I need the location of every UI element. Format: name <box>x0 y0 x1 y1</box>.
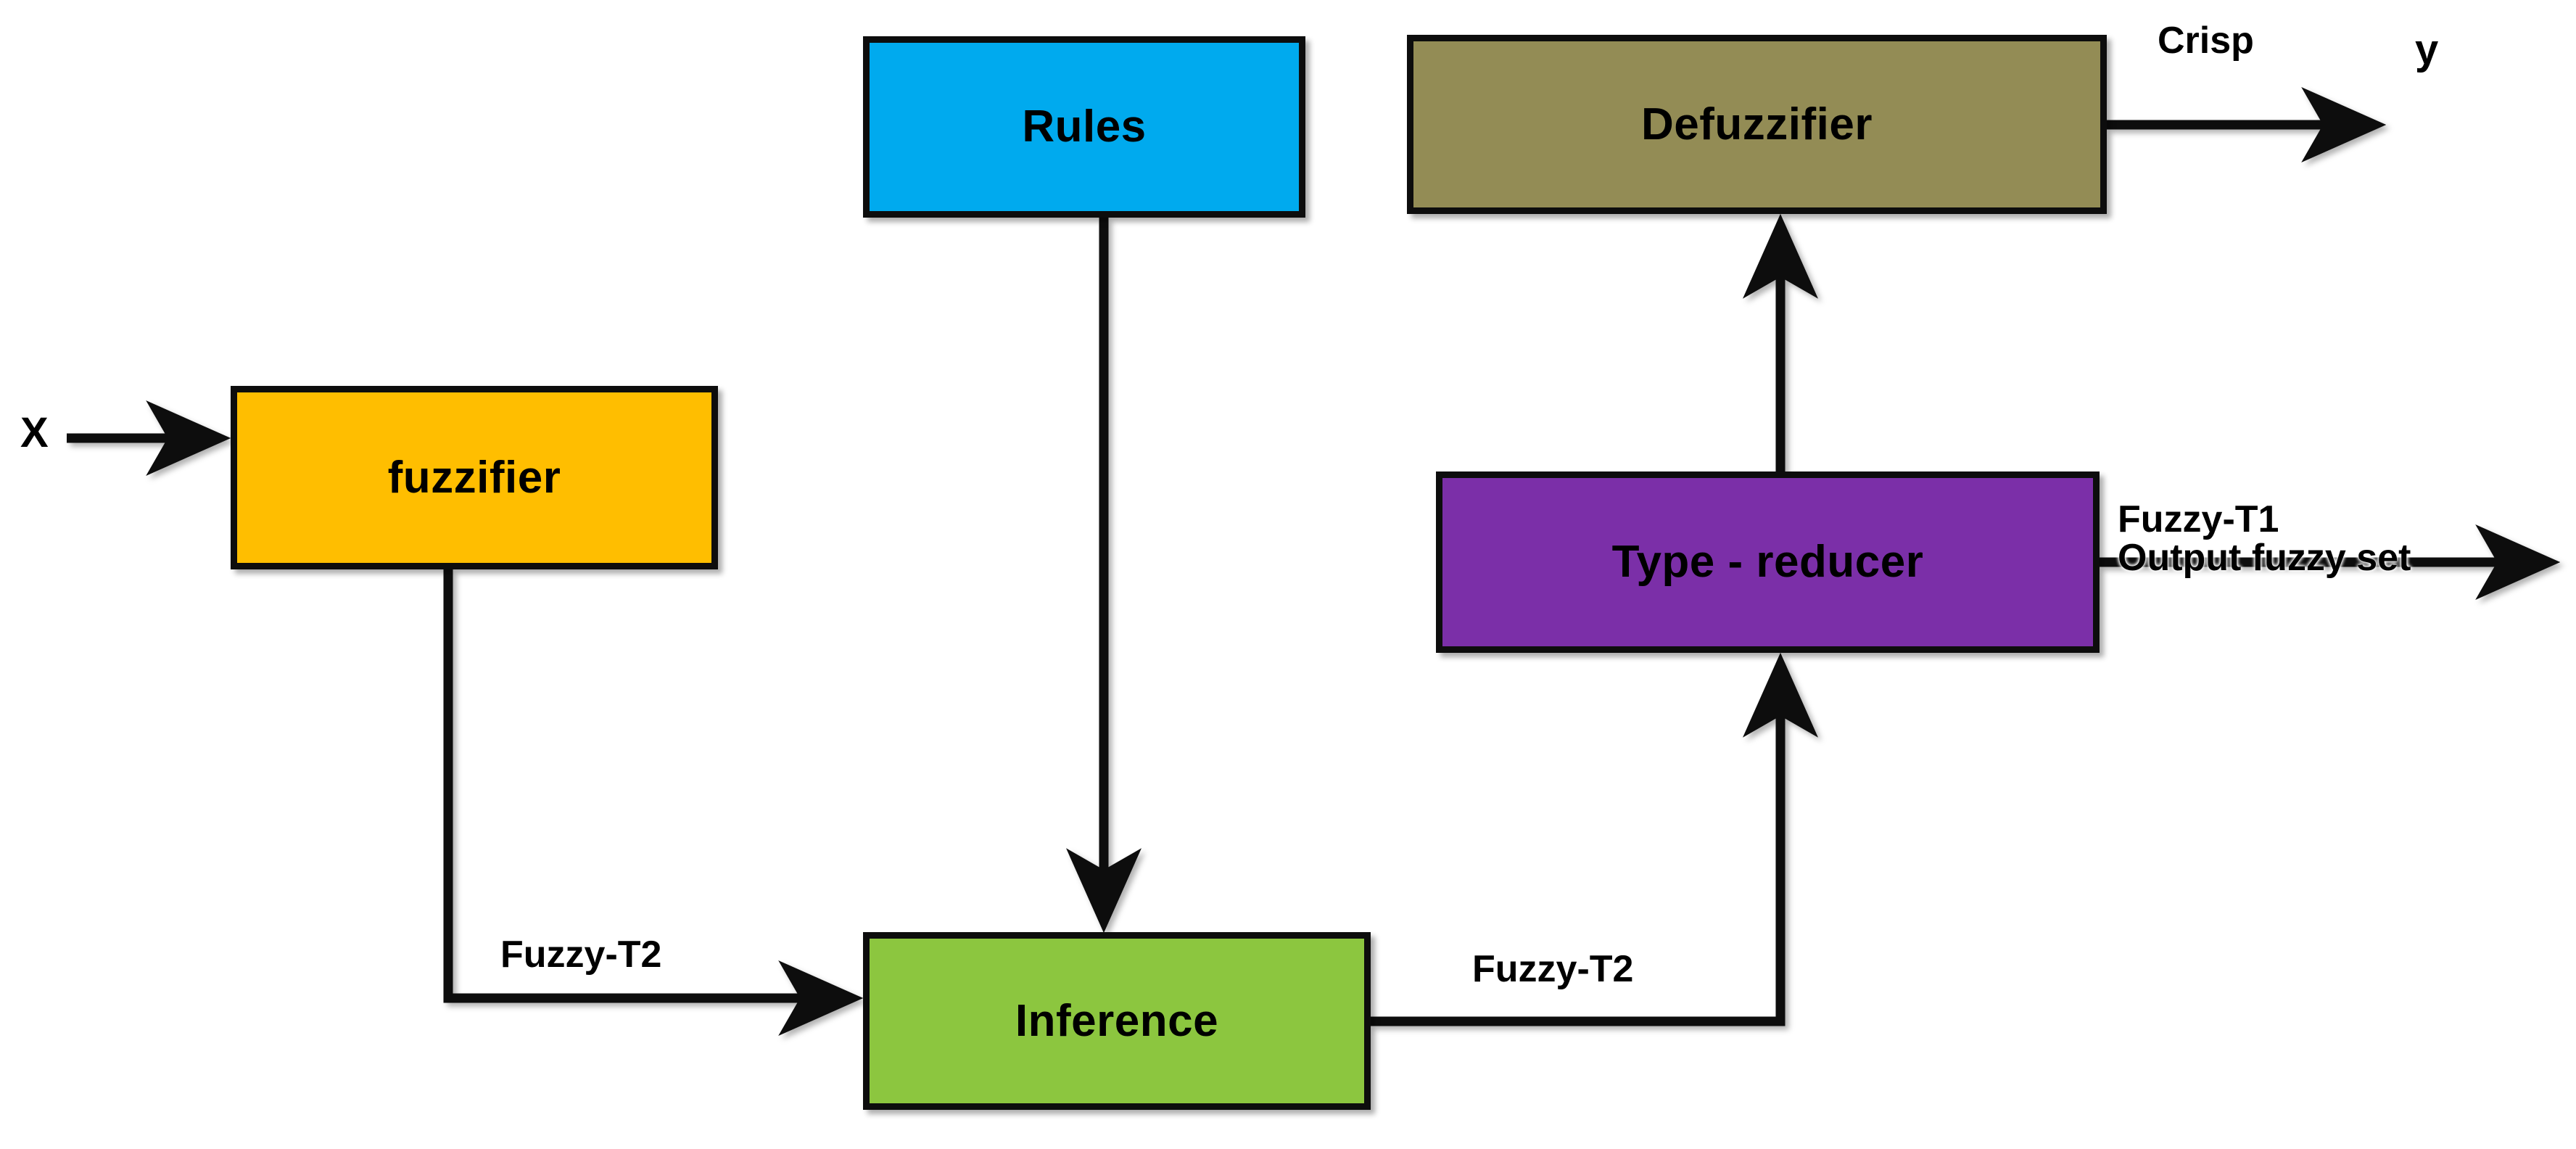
edge-label-crisp: Crisp <box>2158 20 2254 62</box>
block-type-reducer[interactable]: Type - reducer <box>1436 471 2100 653</box>
edge-label-fuzzy-t1-line1: Fuzzy-T1 <box>2118 498 2279 540</box>
edge-label-fuzzy-t1-output-set: Fuzzy-T1 Output fuzzy set <box>2118 498 2411 580</box>
block-rules[interactable]: Rules <box>863 36 1305 218</box>
output-y-label: y <box>2415 26 2439 73</box>
edge-label-fuzzy-t1-line2: Output fuzzy set <box>2118 537 2411 580</box>
block-type-reducer-label: Type - reducer <box>1611 537 1924 587</box>
edge-label-fuzzy-t2-input: Fuzzy-T2 <box>500 934 662 976</box>
block-defuzzifier-label: Defuzzifier <box>1641 99 1873 149</box>
block-fuzzifier-label: fuzzifier <box>387 452 561 503</box>
input-x-label: X <box>20 409 49 456</box>
block-rules-label: Rules <box>1022 102 1147 152</box>
edge-label-fuzzy-t2-output: Fuzzy-T2 <box>1472 948 1634 990</box>
block-defuzzifier[interactable]: Defuzzifier <box>1407 35 2107 214</box>
block-inference[interactable]: Inference <box>863 932 1371 1110</box>
block-fuzzifier[interactable]: fuzzifier <box>231 386 718 569</box>
block-inference-label: Inference <box>1015 995 1219 1046</box>
